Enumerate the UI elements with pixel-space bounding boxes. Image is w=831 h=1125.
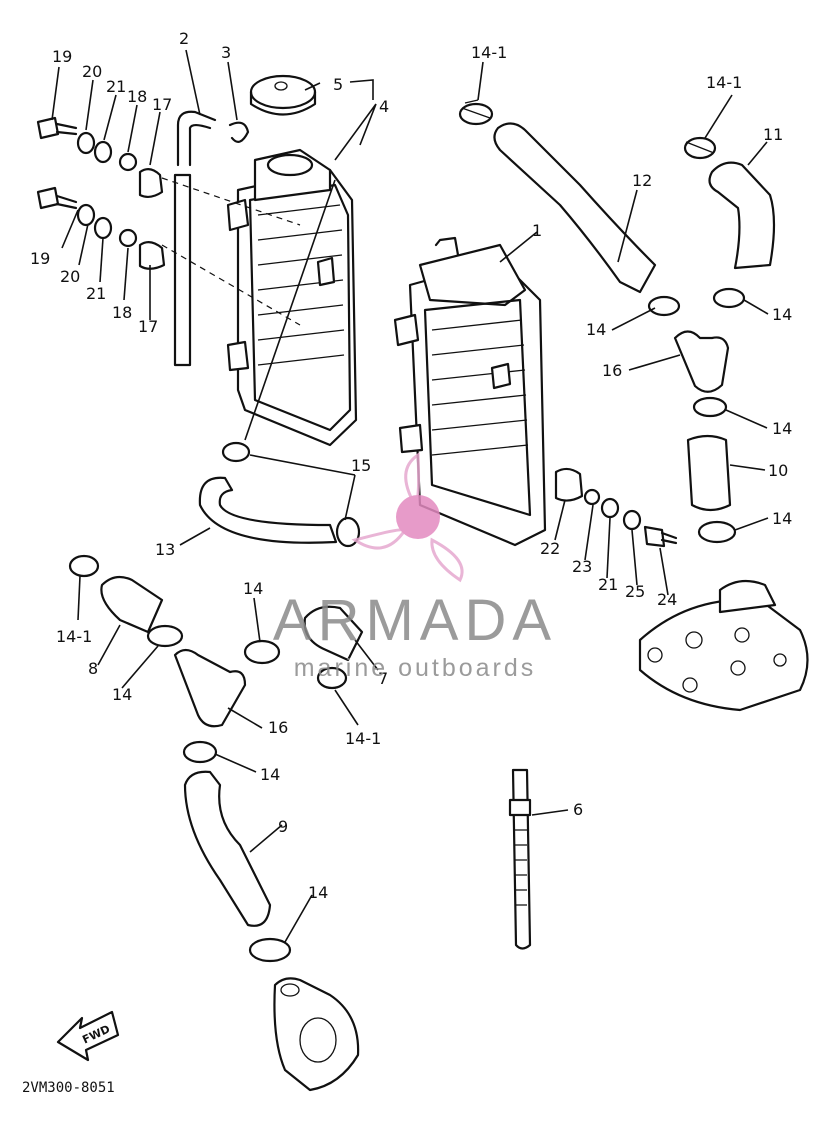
armada-watermark: ARMADA marine outboards <box>273 452 557 682</box>
callout-23: 23 <box>572 557 592 576</box>
callout-14-b: 14 <box>772 305 792 324</box>
callout-18-lower: 18 <box>112 303 132 322</box>
hose-clamp-14-near-7 <box>243 639 281 665</box>
callout-22: 22 <box>540 539 560 558</box>
drawing-reference: 2VM300-8051 <box>22 1080 115 1096</box>
callout-19-upper: 19 <box>52 47 72 66</box>
callout-21-lower: 21 <box>86 284 106 303</box>
callout-14-1-right: 14-1 <box>706 73 742 92</box>
callout-21-right: 21 <box>598 575 618 594</box>
radiator-to-head-hose <box>708 161 776 270</box>
water-pump-housing <box>273 977 360 1092</box>
callout-16-left: 16 <box>268 718 288 737</box>
callout-14-g: 14 <box>260 765 280 784</box>
callout-14-d: 14 <box>772 509 792 528</box>
alignment-line-upper <box>161 177 301 226</box>
mount-hardware-upper <box>36 116 164 199</box>
hose-clamp-14-1-right <box>683 136 717 160</box>
callout-14-h: 14 <box>308 883 328 902</box>
hose-clamp-14-lower <box>248 937 292 963</box>
watermark-brand: ARMADA <box>273 588 557 653</box>
callout-14-a: 14 <box>586 320 606 339</box>
callout-18-upper: 18 <box>127 87 147 106</box>
callout-14-1-top: 14-1 <box>471 43 507 62</box>
breather-hose <box>173 110 217 367</box>
leader-lines <box>51 49 769 943</box>
callout-24: 24 <box>657 590 677 609</box>
callout-14-e: 14 <box>112 685 132 704</box>
fwd-arrow: FWD <box>56 1010 120 1062</box>
callout-7: 7 <box>378 669 388 688</box>
callout-8: 8 <box>88 659 98 678</box>
propeller-logo-icon <box>351 452 464 583</box>
callout-9: 9 <box>278 817 288 836</box>
callout-3: 3 <box>221 43 231 62</box>
callout-20-lower: 20 <box>60 267 80 286</box>
hose-clamp-14-1-near-7 <box>316 666 348 690</box>
callout-13: 13 <box>155 540 175 559</box>
hose-8 <box>100 575 164 634</box>
callout-14-f: 14 <box>243 579 263 598</box>
callout-20-upper: 20 <box>82 62 102 81</box>
callout-12: 12 <box>632 171 652 190</box>
upper-radiator-hose <box>493 122 657 294</box>
callout-10: 10 <box>768 461 788 480</box>
cable-tie <box>508 768 532 950</box>
callout-17-lower: 17 <box>138 317 158 336</box>
callout-14-1-lower: 14-1 <box>345 729 381 748</box>
callout-2: 2 <box>179 29 189 48</box>
callout-19-lower: 19 <box>30 249 50 268</box>
short-hose <box>686 434 732 512</box>
hose-7 <box>303 605 364 662</box>
callout-21-upper: 21 <box>106 77 126 96</box>
hose-clamp-14-upper-9 <box>182 740 218 764</box>
hose-joint-right <box>673 330 730 393</box>
hose-clamp-14-1-top <box>458 99 494 126</box>
watermark-tagline: marine outboards <box>294 654 537 682</box>
alignment-line-lower <box>161 244 301 326</box>
callout-1: 1 <box>532 221 542 240</box>
callout-11: 11 <box>763 125 783 144</box>
callout-15: 15 <box>351 456 371 475</box>
bypass-hose <box>198 476 338 544</box>
hose-joint-left <box>173 648 247 728</box>
callout-17-upper: 17 <box>152 95 172 114</box>
hose-clamp-14-1-left <box>68 554 100 578</box>
callout-6: 6 <box>573 800 583 819</box>
radiator-cap <box>249 74 317 116</box>
hose-clip <box>228 121 250 143</box>
lower-radiator-hose <box>183 770 272 927</box>
callout-14-1-left: 14-1 <box>56 627 92 646</box>
hose-clamps-14 <box>647 287 746 544</box>
callout-14-c: 14 <box>772 419 792 438</box>
hose-clamp-14-mid <box>146 624 184 648</box>
callout-16-right: 16 <box>602 361 622 380</box>
callout-4: 4 <box>379 97 389 116</box>
cylinder-head <box>638 579 809 712</box>
callout-25: 25 <box>625 582 645 601</box>
left-radiator-assembly <box>226 148 358 447</box>
callout-labels: 19 20 21 18 17 2 3 5 4 19 20 21 18 17 1 … <box>30 29 792 902</box>
callout-5: 5 <box>333 75 343 94</box>
right-mount-hardware <box>554 467 678 548</box>
